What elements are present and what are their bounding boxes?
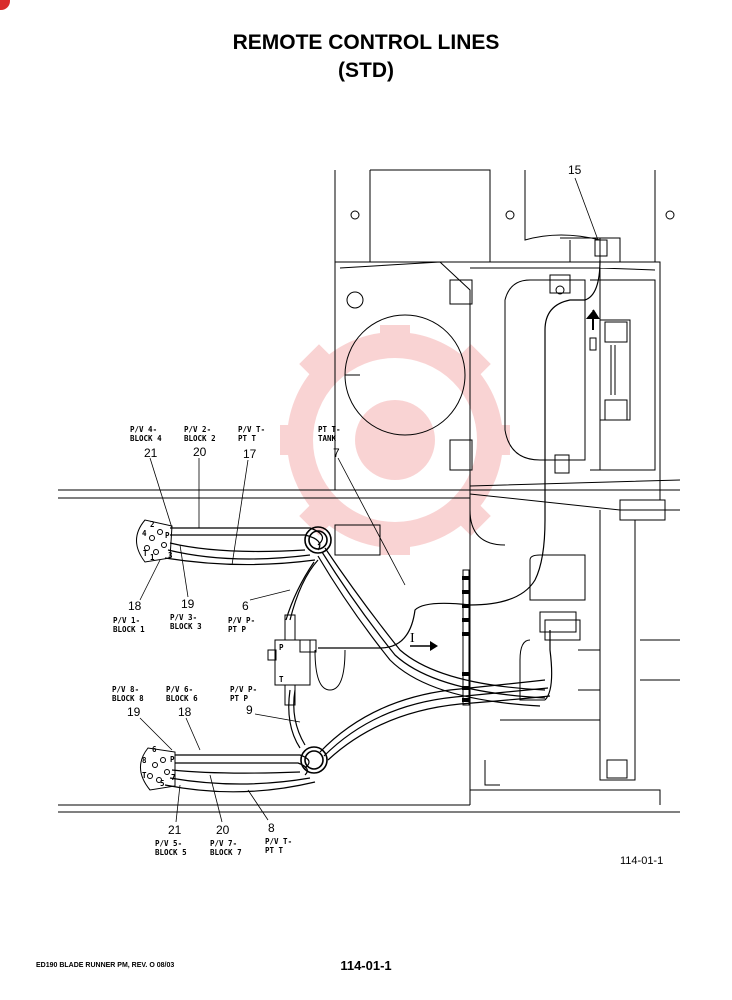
label-pv7-line2: BLOCK 7 [210, 848, 242, 857]
callout-6: 6 [242, 599, 249, 613]
flow-arrow-right-icon [410, 641, 438, 651]
lower-port-5: 5 [160, 779, 165, 788]
label-pv1-line2: BLOCK 1 [113, 625, 145, 634]
valve-port-labels: 2 4 P T 1 3 6 8 P T 5 7 P T [142, 520, 284, 788]
label-ptt-line2: TANK [318, 434, 337, 443]
hose-lines [164, 259, 601, 793]
lower-port-p: P [170, 755, 175, 764]
callout-15: 15 [568, 163, 582, 177]
pump-port-t: T [279, 675, 284, 684]
label-pv5-line1: P/V 5- [155, 839, 182, 848]
pilot-valve-upper [136, 519, 173, 563]
callout-19-bottom: 19 [127, 705, 141, 719]
callout-20-bottom: 20 [216, 823, 230, 837]
flow-marker: I [410, 631, 415, 646]
label-pv7-line1: P/V 7- [210, 839, 237, 848]
label-pv3-line1: P/V 3- [170, 613, 197, 622]
page-number: 114-01-1 [340, 958, 392, 973]
callout-17: 17 [243, 447, 257, 461]
upper-port-2: 2 [150, 520, 155, 529]
callout-20-top: 20 [193, 445, 207, 459]
flow-arrow-up-icon [585, 309, 600, 351]
figure-reference: 114-01-1 [620, 855, 664, 867]
label-pv4-line2: BLOCK 4 [130, 434, 162, 443]
label-pv1-line1: P/V 1- [113, 616, 140, 625]
label-pv2-line1: P/V 2- [184, 425, 211, 434]
hose-labels: P/V 4- BLOCK 4 P/V 2- BLOCK 2 P/V T- PT … [112, 425, 341, 857]
pressure-block [267, 614, 317, 706]
upper-port-t: T [143, 549, 148, 558]
label-pvp-mid-line2: PT P [230, 694, 249, 703]
label-pvp-mid-line1: P/V P- [230, 685, 257, 694]
corner-marker [0, 0, 10, 10]
callout-numbers: 15 21 20 17 7 18 19 6 19 18 9 21 20 8 [127, 163, 582, 837]
label-pvt-bot-line2: PT T [265, 846, 284, 855]
hose-clamp-rail [462, 569, 470, 706]
machine-frame [58, 169, 681, 813]
label-pv5-line2: BLOCK 5 [155, 848, 187, 857]
label-ptt-line1: PT T- [318, 425, 341, 434]
pilot-valve-lower [140, 747, 176, 791]
label-pv6-line1: P/V 6- [166, 685, 193, 694]
label-pv6-line2: BLOCK 6 [166, 694, 198, 703]
upper-port-4: 4 [142, 529, 147, 538]
callout-9: 9 [246, 703, 253, 717]
callout-19-top: 19 [181, 597, 195, 611]
lower-port-t: T [142, 771, 147, 780]
label-pv3-line2: BLOCK 3 [170, 622, 202, 631]
lower-port-7: 7 [171, 773, 176, 782]
pump-port-p: P [279, 643, 284, 652]
label-pv8-line2: BLOCK 8 [112, 694, 144, 703]
callout-21-top: 21 [144, 446, 158, 460]
rail-blocks [462, 576, 470, 702]
label-pv2-line2: BLOCK 2 [184, 434, 216, 443]
callout-7: 7 [333, 446, 340, 460]
lower-port-8: 8 [142, 756, 147, 765]
watermark-logo [280, 325, 510, 555]
label-pvt-top-line1: P/V T- [238, 425, 265, 434]
page-subtitle: (STD) [338, 59, 394, 82]
footer-doc-info: ED190 BLADE RUNNER PM, REV. O 08/03 [36, 962, 175, 969]
label-pvp-top-line1: P/V P- [228, 616, 255, 625]
callout-8: 8 [268, 821, 275, 835]
label-pvp-top-line2: PT P [228, 625, 247, 634]
hose-clamps [300, 526, 332, 774]
leader-lines [139, 177, 599, 823]
upper-port-p: P [165, 531, 170, 540]
upper-port-1: 1 [150, 553, 155, 562]
label-pv4-line1: P/V 4- [130, 425, 157, 434]
callout-21-bottom: 21 [168, 823, 182, 837]
label-pvt-top-line2: PT T [238, 434, 257, 443]
page-title: REMOTE CONTROL LINES [232, 31, 500, 54]
callout-18-bottom: 18 [178, 705, 192, 719]
label-pv8-line1: P/V 8- [112, 685, 139, 694]
label-pvt-bot-line1: P/V T- [265, 837, 292, 846]
callout-18-top: 18 [128, 599, 142, 613]
lower-port-6: 6 [152, 745, 157, 754]
upper-port-3: 3 [168, 551, 173, 560]
